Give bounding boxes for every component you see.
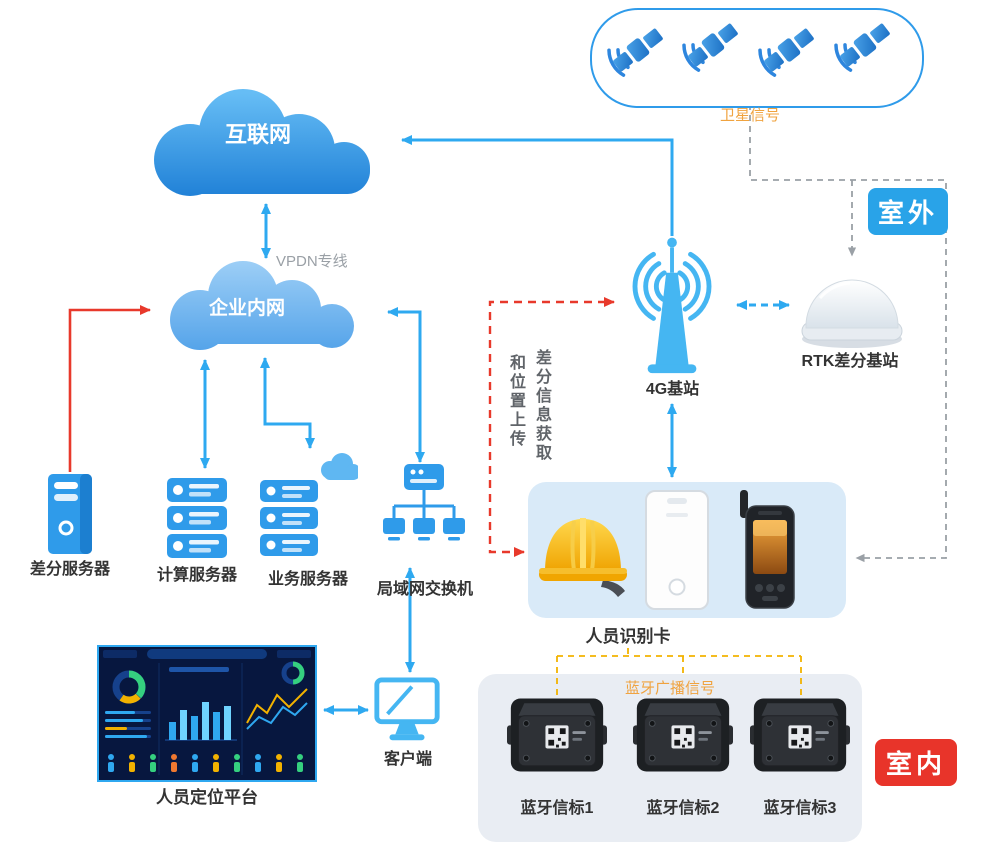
business-server-icon [258,452,358,558]
link-card-4g-diff [488,297,615,557]
server-rack-icon [163,476,231,560]
cloud-icon [321,453,358,480]
4g-tower-icon [600,224,745,378]
rtk-dome-icon [792,258,912,350]
beacon-icon [633,696,733,774]
client-label: 客户端 [383,751,432,768]
4g-station-label: 4G基站 [645,381,700,398]
dashboard-screenshot [97,645,317,782]
bluetooth-broadcast-label: 蓝牙广播信号 [603,677,737,698]
beacon-label: 蓝牙信标1 [520,800,594,817]
satellite-signal-label: 卫星信号 [719,107,780,124]
link-4g-internet [401,135,674,236]
satellite-box [590,8,924,108]
internet-cloud [154,89,370,196]
satellite-icon [671,10,755,87]
intranet-cloud-label: 企业内网 [208,298,285,319]
beacon-icon [507,696,607,774]
diff-server-label: 差分服务器 [29,561,110,578]
outdoor-badge: 室外 [868,188,948,235]
person-card-label: 人员识别卡 [585,627,671,646]
compute-server-label: 计算服务器 [156,567,237,584]
monitor-icon [372,676,442,748]
indoor-badge: 室内 [875,739,957,786]
internet-cloud-label: 互联网 [224,122,291,147]
satellite-icon [596,10,680,92]
satellite-icon [823,10,907,87]
platform-label: 人员定位平台 [156,788,258,807]
beacon-icon [750,696,850,774]
diff-acquire-vertical-label: 差分信息获取 [533,349,550,463]
id-card-icon [644,489,710,611]
server-tower-icon [38,472,102,558]
business-server-label: 业务服务器 [267,571,348,588]
link-diffserver-intranet [68,305,151,472]
helmet-icon [537,506,629,602]
lan-switch-label: 局域网交换机 [376,581,473,598]
lan-switch-icon [380,462,468,562]
intranet-cloud [170,261,354,350]
satellite-icon [747,10,831,92]
link-intranet-business [260,357,315,449]
position-upload-vertical-label: 和位置上传 [507,354,524,449]
beacon-label: 蓝牙信标2 [646,800,720,817]
beacon-label: 蓝牙信标3 [763,800,837,817]
vpdn-link-label: VPDN专线 [276,253,348,270]
rtk-station-label: RTK差分基站 [801,353,899,370]
link-switch-intranet [387,307,425,463]
handheld-terminal-icon [732,490,806,610]
